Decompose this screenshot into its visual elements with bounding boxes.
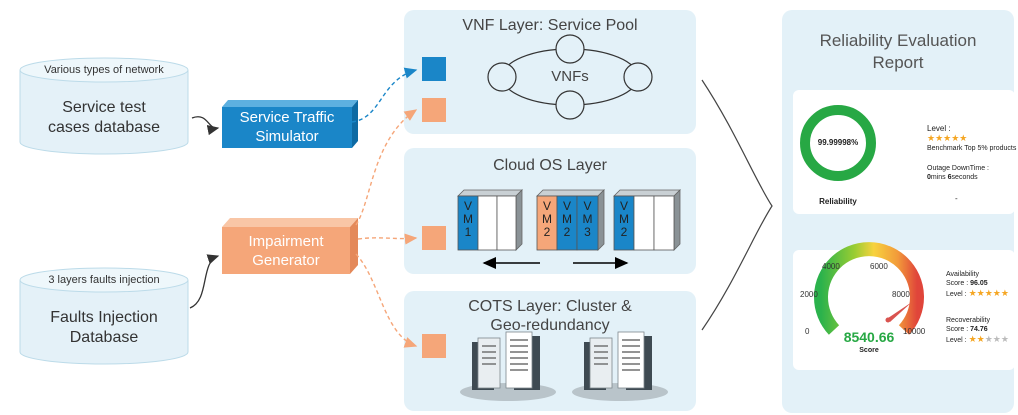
link-impairment-to-cots [355,253,418,348]
cots-orange-square [422,334,446,358]
outage-label: Outage DownTime : [927,165,989,172]
gauge-tick-10000: 10000 [903,327,926,336]
reliability-stars: ★★★★★ [927,133,968,143]
report-title-line1: Reliability Evaluation [819,31,977,50]
gauge-needle [888,302,912,322]
impairment-label-line2: Generator [252,252,320,269]
link-impairment-to-cloud [357,233,418,245]
recoverability-stars-filled: ★★ [968,334,985,344]
service-db-name-line1: Service test [62,99,146,116]
cots-layer-title-line2: Geo-redundancy [490,317,610,334]
availability-level: Level : ★★★★★ [946,288,1009,300]
outage-secs: 6 [947,174,952,181]
faults-db-name: Faults Injection Database [20,308,188,348]
recoverability-label: Recoverability [946,317,990,324]
cloud-os-layer-title: Cloud OS Layer [493,157,607,174]
report-title: Reliability Evaluation Report [782,30,1014,74]
reliability-level-label: Level : [927,124,951,133]
vm-group-2 [536,189,605,251]
gauge-tick-4000: 4000 [822,262,840,271]
faults-db-caption: 3 layers faults injection [48,274,160,286]
impairment-label: Impairment Generator [222,232,350,270]
outage-value: 0mins 6seconds [927,173,978,183]
vnfs-label: VNFs [551,68,589,85]
availability-score-label: Score : [946,280,971,287]
vm-group-3 [613,189,681,251]
score-value: 8540.66 [843,329,895,345]
gauge-tick-8000: 8000 [892,290,910,299]
vnf-orange-square [422,98,446,122]
recoverability-score: Score : 74.76 [946,325,988,335]
outage-secs-unit: seconds [951,174,978,181]
link-impairment-to-vnf [355,109,418,226]
faults-injection-database [19,267,189,365]
service-traffic-simulator-box [222,100,358,148]
reliability-ring [800,105,876,181]
simulator-label: Service Traffic Simulator [222,108,352,146]
reliability-value: 99.99998% [817,138,859,147]
vnf-blue-square [422,57,446,81]
report-title-line2: Report [872,53,924,72]
gauge-tick-6000: 6000 [870,262,888,271]
availability-level-label: Level : [946,291,969,298]
availability-label: Availability [946,271,979,278]
outage-mins-unit: mins [930,174,948,181]
vnf-layer-title: VNF Layer: Service Pool [462,17,638,34]
reliability-label: Reliability [819,197,857,206]
availability-score-value: 96.05 [970,280,988,287]
score-label: Score [859,347,879,354]
service-db-name-line2: cases database [47,119,161,136]
cloud-orange-square [422,226,446,250]
server-cluster-right [572,331,668,401]
reliability-benchmark: Benchmark Top 5% products [927,145,1017,152]
link-simulator-to-vnf [351,67,418,123]
impairment-label-line1: Impairment [248,233,324,250]
reliability-dash: - [955,194,958,203]
cots-layer-title: COTS Layer: Cluster & Geo-redundancy [404,297,696,335]
vnf-layer-panel [404,10,696,134]
service-test-cases-database [19,57,189,155]
availability-score: Score : 96.05 [946,279,988,289]
gauge-tick-0: 0 [805,327,810,336]
faults-db-name-line1: Faults Injection [50,309,158,326]
arrow-db-to-impairment [189,254,220,309]
availability-stars: ★★★★★ [968,288,1009,298]
recoverability-stars-empty: ★★★ [984,334,1009,344]
score-gauge [814,242,924,335]
outage-mins: 0 [927,174,931,181]
service-db-caption: Various types of network [44,64,164,76]
aggregate-arrow [701,79,773,331]
server-cluster-left [460,331,556,401]
faults-db-name-line2: Database [69,329,139,346]
cots-layer-title-line1: COTS Layer: Cluster & [468,298,632,315]
recoverability-score-label: Score : [946,326,971,333]
score-card [793,250,1015,370]
arrow-db-to-simulator [191,116,220,136]
vnf-ring-diagram [487,34,653,120]
recoverability-score-value: 74.76 [970,326,988,333]
simulator-label-line2: Simulator [255,128,319,145]
gauge-tick-2000: 2000 [800,290,818,299]
vm-group-1 [457,189,523,251]
reliability-card [793,90,1015,214]
recoverability-level-label: Level : [946,337,969,344]
service-db-name: Service test cases database [20,98,188,138]
simulator-label-line1: Service Traffic [239,109,335,126]
impairment-generator-box [222,218,358,274]
recoverability-level: Level : ★★★★★ [946,334,1009,346]
